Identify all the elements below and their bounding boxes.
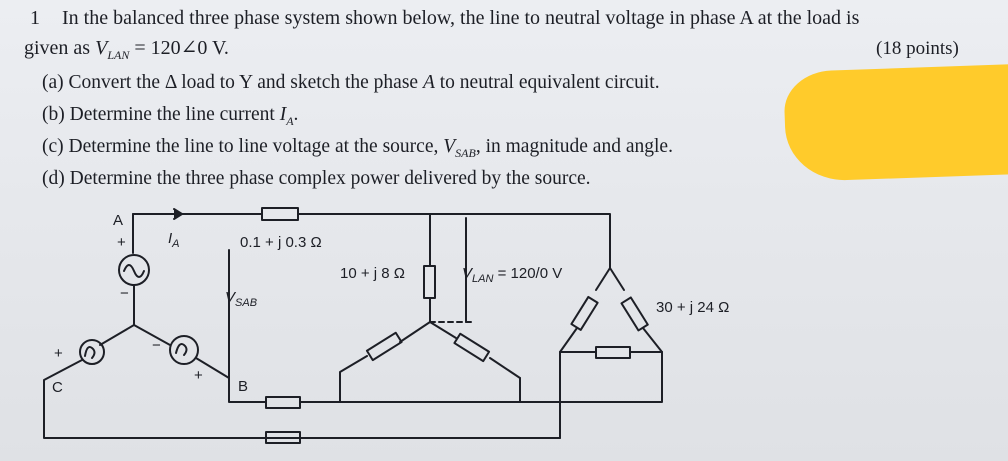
phase-b-source-icon <box>169 335 199 365</box>
current-subscript: A <box>171 238 179 250</box>
phase-c-source-icon <box>79 339 105 365</box>
wye-impedance-label: 10 + j 8 Ω <box>340 265 405 282</box>
part-label: (a) <box>42 72 64 93</box>
minus-sign: − <box>120 285 129 302</box>
node-c-label: C <box>52 379 63 396</box>
part-tail: . <box>293 104 299 125</box>
plus-sign: + <box>117 234 126 251</box>
wye-left-arm <box>399 321 431 343</box>
source-voltage-label: VSAB <box>225 289 257 309</box>
yellow-highlighter-mark <box>783 63 1008 183</box>
part-sub: SAB <box>455 145 476 160</box>
line-a-wire-right <box>297 213 611 269</box>
wye-phase-b-impedance-box <box>365 331 403 362</box>
current-arrow-icon <box>165 208 183 220</box>
part-a: (a) Convert the Δ load to Y and sketch t… <box>42 72 660 94</box>
node-b-label: B <box>238 378 248 395</box>
phase-c-wire <box>43 359 561 439</box>
voltage-value: = 120∠0 V. <box>129 37 229 59</box>
part-var: I <box>279 104 287 125</box>
problem-number: 1 <box>30 7 40 29</box>
plus-sign: + <box>54 345 63 362</box>
part-d: (d) Determine the three phase complex po… <box>42 168 591 190</box>
wye-right-arm <box>429 321 457 339</box>
vlan-value: = 120/0 V <box>493 265 562 282</box>
delta-impedance-box-bottom <box>595 346 631 359</box>
wye-phase-c-impedance-box <box>453 332 491 363</box>
source-neutral-wires <box>99 324 171 346</box>
delta-right-lower <box>642 327 663 353</box>
load-voltage-label: VLAN = 120/0 V <box>462 265 562 285</box>
part-tail: to neutral equivalent circuit. <box>434 72 660 93</box>
part-b: (b) Determine the line current IA. <box>42 104 298 129</box>
voltage-symbol: V <box>95 37 108 59</box>
minus-sign: − <box>152 337 161 354</box>
node-a-label: A <box>113 212 123 229</box>
part-label: (c) <box>42 136 64 157</box>
part-label: (d) <box>42 168 65 189</box>
part-text: Convert the Δ load to Y and sketch the p… <box>68 72 423 93</box>
problem-statement-line-2: given as VLAN = 120∠0 V. <box>24 35 229 63</box>
part-var: V <box>443 136 456 157</box>
part-text: Determine the line current <box>69 104 280 125</box>
line-c-impedance-box <box>265 431 301 444</box>
part-var: A <box>422 72 435 93</box>
ac-sine-icon <box>84 346 96 359</box>
voltage-subscript: LAN <box>107 48 130 62</box>
part-label: (b) <box>42 104 65 125</box>
wye-right-arm-lower <box>489 357 521 379</box>
delta-left-lower <box>559 327 578 353</box>
vsab-subscript: SAB <box>235 297 257 309</box>
delta-impedance-label: 30 + j 24 Ω <box>656 299 729 316</box>
delta-left-side <box>595 267 611 291</box>
line-b-impedance-box <box>265 396 301 409</box>
vsab-symbol: V <box>225 289 237 306</box>
delta-b-connection <box>519 351 663 403</box>
current-label: IA <box>168 230 180 250</box>
ac-sine-icon <box>175 343 188 356</box>
ac-sine-icon <box>123 264 145 278</box>
delta-impedance-box-right <box>620 296 649 332</box>
part-text: Determine the line to line voltage at th… <box>68 136 444 157</box>
delta-right-side <box>609 267 625 291</box>
line-impedance-label: 0.1 + j 0.3 Ω <box>240 234 322 251</box>
given-text: given as <box>24 37 96 59</box>
current-symbol: I <box>168 230 172 247</box>
wye-left-arm-lower <box>339 355 368 403</box>
part-c: (c) Determine the line to line voltage a… <box>42 136 673 161</box>
line-b-wire-right <box>299 377 521 403</box>
delta-impedance-box-left <box>570 295 599 331</box>
vlan-symbol: V <box>462 265 474 282</box>
wye-phase-a-impedance-box <box>423 265 436 299</box>
problem-statement-line-1: In the balanced three phase system shown… <box>62 7 860 29</box>
part-text: Determine the three phase complex power … <box>69 168 591 189</box>
phase-b-wire <box>195 357 267 403</box>
part-sub: A <box>286 113 294 128</box>
three-phase-circuit-diagram: A + − + − + C B IA 0.1 + j 0.3 Ω VSAB 10… <box>43 207 729 444</box>
plus-sign: + <box>194 367 203 384</box>
line-a-impedance-box <box>261 207 299 221</box>
vlan-subscript: LAN <box>472 273 493 285</box>
points-label: (18 points) <box>876 38 959 59</box>
part-tail: , in magnitude and angle. <box>475 136 673 157</box>
